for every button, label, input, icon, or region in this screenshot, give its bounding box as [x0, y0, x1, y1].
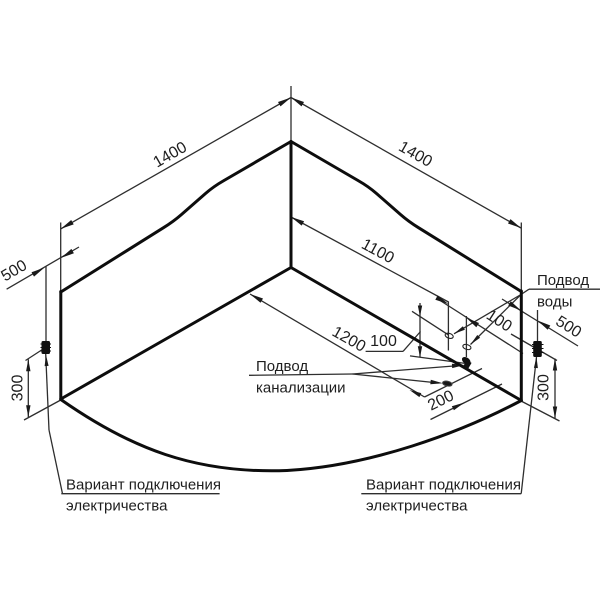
- svg-text:1400: 1400: [396, 138, 435, 170]
- svg-text:500: 500: [0, 257, 30, 285]
- svg-text:Вариант подключения: Вариант подключения: [366, 477, 521, 494]
- svg-text:электричества: электричества: [66, 498, 168, 515]
- svg-text:электричества: электричества: [366, 498, 468, 515]
- svg-text:1200: 1200: [329, 323, 368, 355]
- svg-text:канализации: канализации: [256, 380, 346, 397]
- svg-text:воды: воды: [537, 294, 572, 311]
- svg-text:100: 100: [370, 333, 397, 350]
- svg-text:Подвод: Подвод: [256, 358, 308, 375]
- svg-text:300: 300: [535, 374, 552, 401]
- svg-text:Подвод: Подвод: [537, 272, 589, 289]
- svg-text:200: 200: [425, 387, 457, 414]
- svg-text:500: 500: [553, 313, 585, 342]
- svg-text:Вариант подключения: Вариант подключения: [66, 477, 221, 494]
- svg-text:1100: 1100: [358, 236, 396, 267]
- svg-text:300: 300: [10, 375, 27, 402]
